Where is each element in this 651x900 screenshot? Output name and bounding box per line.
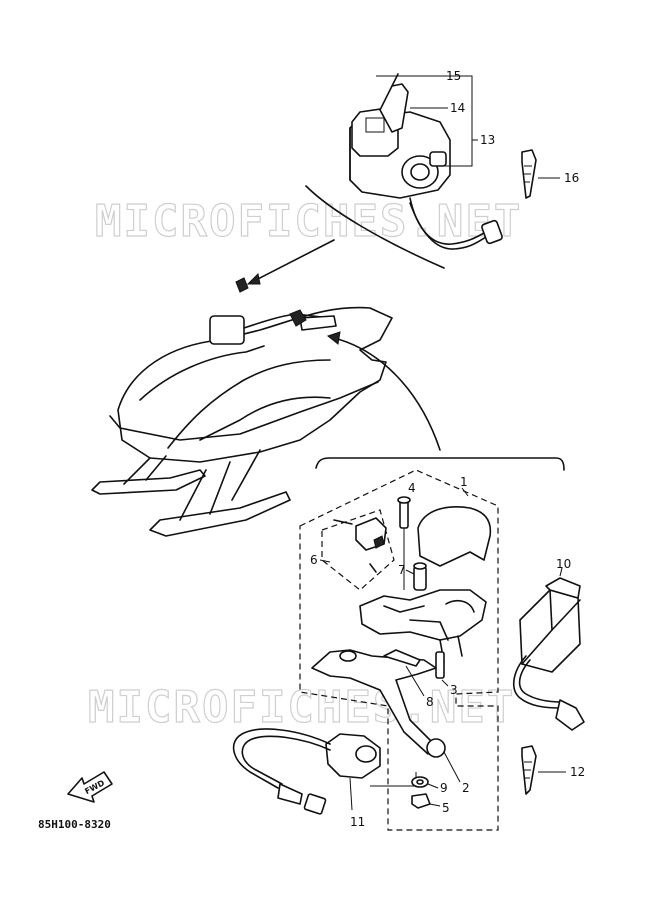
handlebar-switch-assembly <box>305 73 503 269</box>
callout-15: 15 <box>446 69 461 83</box>
callout-14: 14 <box>450 101 465 115</box>
screw-8 <box>383 649 425 697</box>
throttle-stop-block <box>333 517 387 573</box>
callout-10: 10 <box>556 557 571 571</box>
snowmobile-illustration <box>91 277 393 537</box>
callout-16: 16 <box>564 171 579 185</box>
throttle-cover <box>417 506 492 567</box>
cable-tie-16 <box>521 149 560 199</box>
forward-arrow-icon: FWD <box>67 771 113 803</box>
callout-2: 2 <box>462 781 470 795</box>
diagram-code: 85H100-8320 <box>38 818 111 831</box>
callout-7: 7 <box>398 563 406 577</box>
watermark-bottom: MICROFICHES.NET <box>88 682 515 733</box>
cable-tie-12 <box>521 745 566 795</box>
subassembly-6-outline <box>321 509 395 591</box>
bolt-4 <box>397 496 411 590</box>
watermark-top: MICROFICHES.NET <box>95 196 522 247</box>
nut-5 <box>411 793 441 809</box>
washer-9 <box>411 776 439 789</box>
callout-5: 5 <box>442 801 450 815</box>
throttle-housing <box>359 589 487 641</box>
callout-13: 13 <box>480 133 495 147</box>
screw-3 <box>435 651 449 687</box>
pointer-arrow-bottom <box>333 337 441 451</box>
collar-7 <box>413 562 427 591</box>
callout-9: 9 <box>440 781 448 795</box>
callout-8: 8 <box>426 695 434 709</box>
pointer-arrow-top <box>251 239 335 283</box>
callout-4: 4 <box>408 481 416 495</box>
callout-11: 11 <box>350 815 365 829</box>
throttle-switch-10 <box>513 567 585 731</box>
assembly-1-outline <box>299 469 499 831</box>
throttle-lever <box>311 649 437 755</box>
callout-1: 1 <box>460 475 468 489</box>
switch-11 <box>232 728 381 815</box>
callout-bracket-top <box>376 75 478 167</box>
callout-12: 12 <box>570 765 585 779</box>
callout-3: 3 <box>450 683 458 697</box>
callout-6: 6 <box>310 553 318 567</box>
group-bracket-line <box>315 457 565 471</box>
